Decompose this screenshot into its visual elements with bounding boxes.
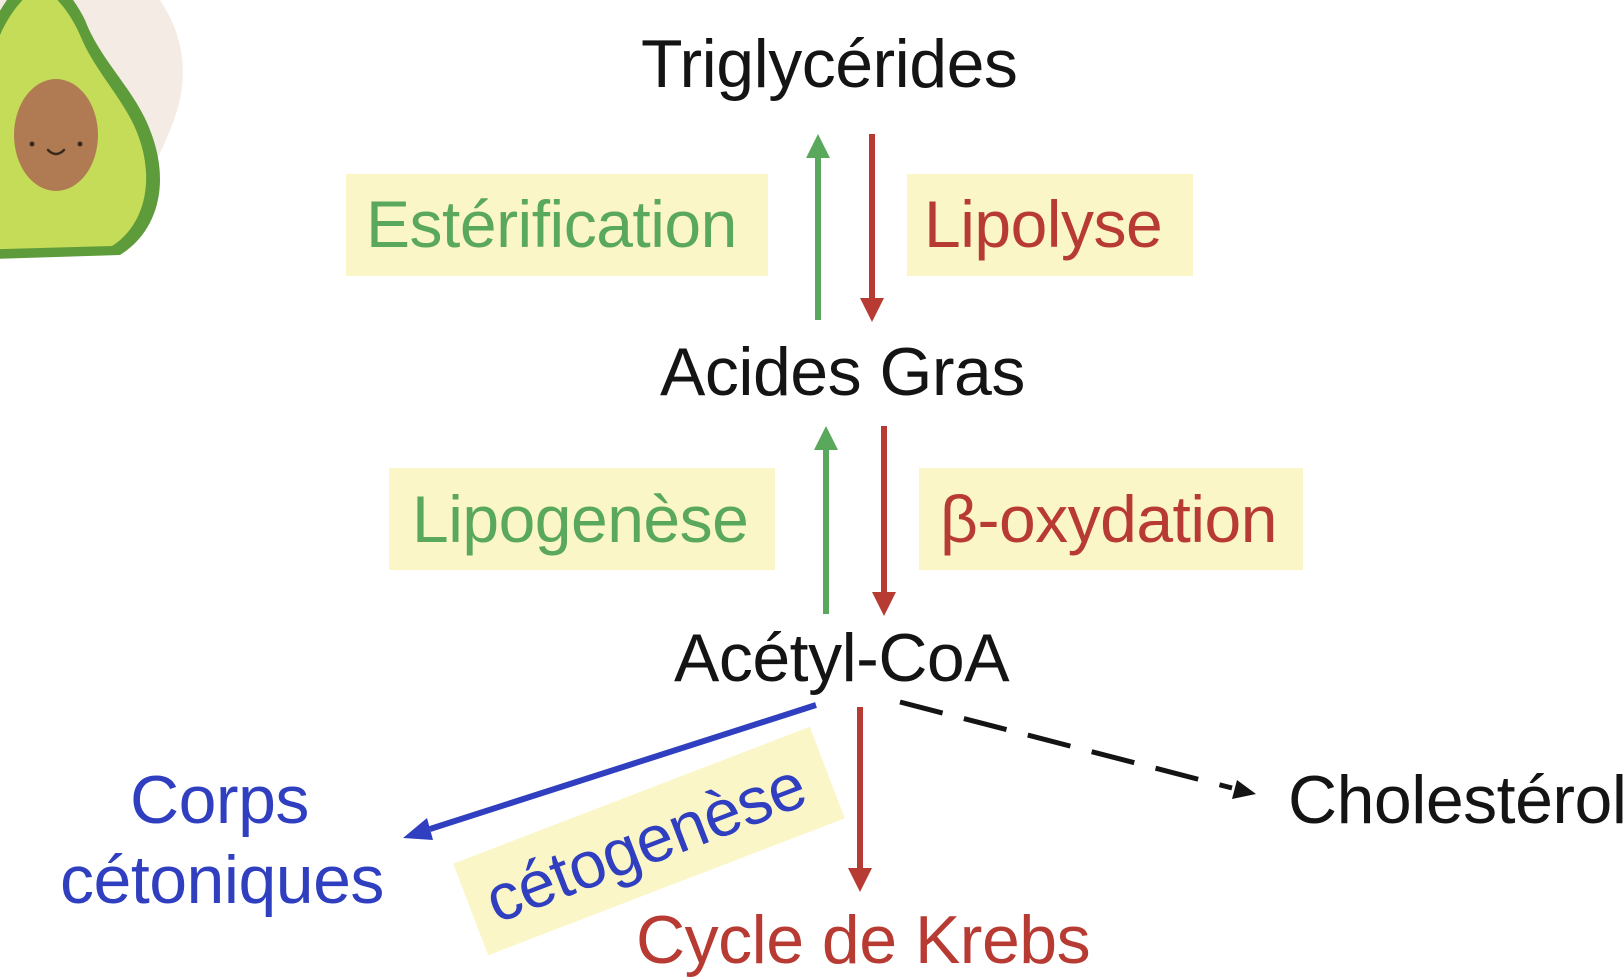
label-esterification: Estérification: [366, 187, 737, 261]
node-acetyl-coa: Acétyl-CoA: [674, 620, 1010, 696]
esterification-highlight: [346, 174, 768, 276]
cetogenese-arrow: [429, 702, 817, 832]
node-corps-cetoniques-line1: Corps: [130, 762, 309, 838]
lipolyse-highlight: [907, 174, 1193, 276]
krebs-arrowhead: [848, 868, 872, 892]
lipolyse-arrowhead: [860, 298, 884, 322]
cetogenese-arrowhead: [403, 818, 433, 840]
cholesterol-arrowhead: [1232, 780, 1256, 799]
node-cycle-krebs: Cycle de Krebs: [636, 902, 1091, 978]
node-triglycerides: Triglycérides: [641, 26, 1018, 102]
node-acides-gras: Acides Gras: [660, 334, 1025, 410]
node-corps-cetoniques-line2: cétoniques: [60, 842, 384, 918]
avocado-mascot-icon: [0, 0, 183, 259]
label-lipogenese: Lipogenèse: [412, 482, 749, 556]
node-cholesterol: Cholestérol: [1288, 762, 1623, 838]
cholesterol-arrow: [899, 699, 1233, 791]
lipogenese-highlight: [389, 468, 775, 570]
esterification-arrowhead: [806, 134, 830, 158]
pathway-arrows: [403, 134, 1256, 892]
label-lipolyse: Lipolyse: [924, 187, 1163, 261]
lipogenese-arrowhead: [814, 426, 838, 450]
beta-oxydation-highlight: [919, 468, 1303, 570]
label-beta-oxydation: β-oxydation: [940, 482, 1277, 556]
beta-oxydation-arrowhead: [872, 592, 896, 616]
